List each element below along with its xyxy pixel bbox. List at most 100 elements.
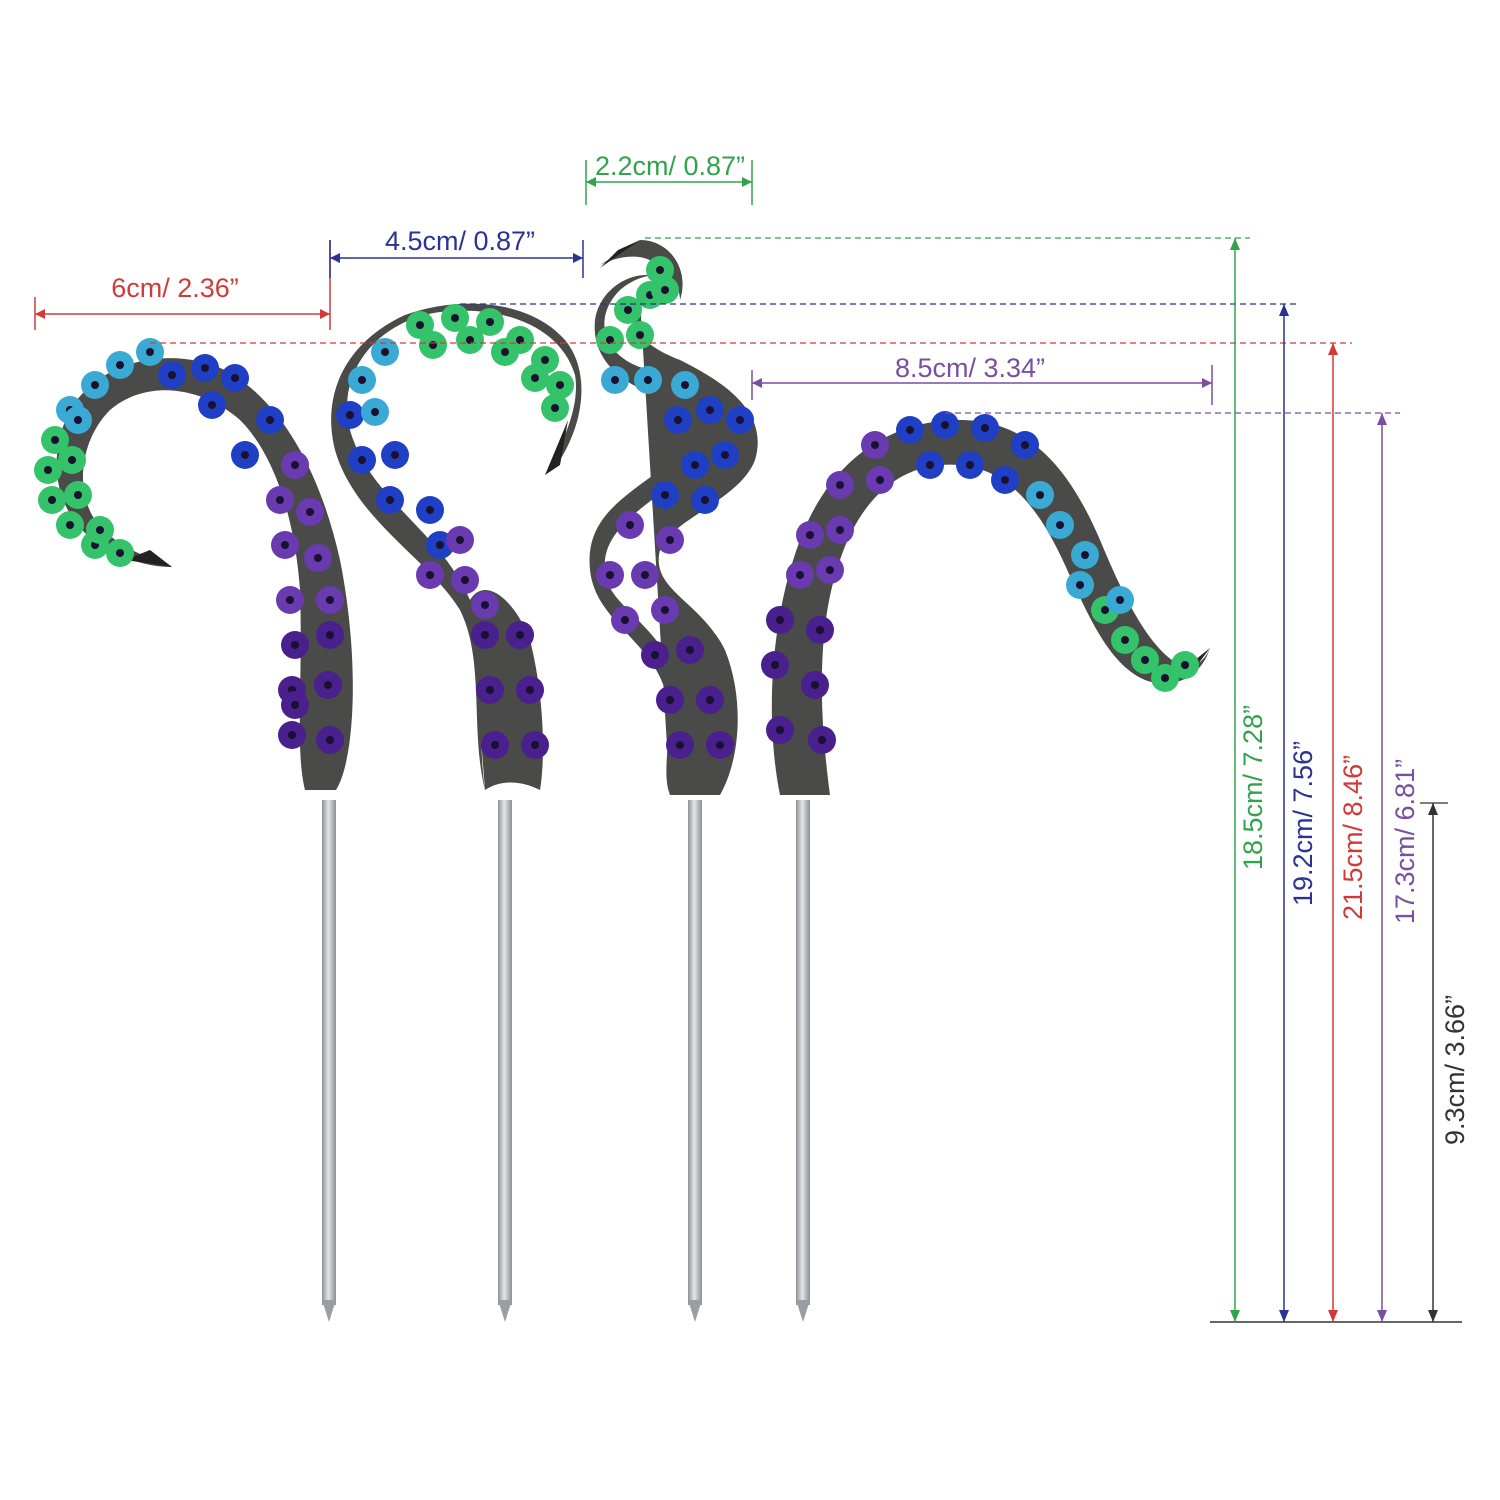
- sucker-bead: [416, 561, 444, 589]
- sucker-bead: [198, 391, 226, 419]
- sucker-bead: [276, 586, 304, 614]
- sucker-bead: [316, 586, 344, 614]
- sucker-bead: [64, 481, 92, 509]
- sucker-bead: [866, 466, 894, 494]
- sucker-bead: [541, 394, 569, 422]
- sucker-bead: [808, 726, 836, 754]
- tentacle-2-spike-tip: [498, 1300, 512, 1322]
- sucker-bead: [58, 446, 86, 474]
- sucker-bead: [861, 431, 889, 459]
- sucker-bead: [296, 498, 324, 526]
- sucker-bead: [706, 731, 734, 759]
- sucker-bead: [471, 591, 499, 619]
- sucker-bead: [711, 441, 739, 469]
- sucker-bead: [1071, 541, 1099, 569]
- dim-height-2-label: 19.2cm/ 7.56”: [1288, 741, 1318, 906]
- sucker-bead: [304, 544, 332, 572]
- sucker-bead: [696, 686, 724, 714]
- sucker-bead: [766, 606, 794, 634]
- sucker-bead: [376, 486, 404, 514]
- sucker-bead: [596, 561, 624, 589]
- sucker-bead: [266, 486, 294, 514]
- tentacle-1-body: [56, 358, 353, 790]
- sucker-bead: [281, 691, 309, 719]
- sucker-bead: [916, 451, 944, 479]
- dim-width-3-label: 2.2cm/ 0.87”: [595, 151, 745, 181]
- sucker-bead: [651, 596, 679, 624]
- sucker-bead: [671, 371, 699, 399]
- dim-height-5: 9.3cm/ 3.66”: [1428, 803, 1470, 1322]
- sucker-bead: [406, 311, 434, 339]
- sucker-bead: [81, 371, 109, 399]
- sucker-beads: [34, 256, 1199, 759]
- sucker-bead: [471, 621, 499, 649]
- sucker-bead: [656, 686, 684, 714]
- sucker-bead: [231, 441, 259, 469]
- sucker-bead: [221, 364, 249, 392]
- sucker-bead: [691, 486, 719, 514]
- sucker-bead: [676, 636, 704, 664]
- sucker-bead: [766, 716, 794, 744]
- sucker-bead: [281, 631, 309, 659]
- sucker-bead: [786, 561, 814, 589]
- dim-width-4-label: 8.5cm/ 3.34”: [895, 353, 1045, 383]
- sucker-bead: [761, 651, 789, 679]
- sucker-bead: [1026, 481, 1054, 509]
- dim-width-1: 6cm/ 2.36”: [34, 240, 331, 330]
- sucker-bead: [1151, 664, 1179, 692]
- tentacle-2-body: [331, 303, 582, 790]
- tentacle-3: [589, 240, 758, 1322]
- sucker-bead: [796, 521, 824, 549]
- dim-height-2: 19.2cm/ 7.56”: [1279, 304, 1318, 1322]
- sucker-bead: [971, 414, 999, 442]
- sucker-bead: [136, 338, 164, 366]
- sucker-bead: [1066, 571, 1094, 599]
- tentacle-1-spike-tip: [322, 1300, 336, 1322]
- sucker-bead: [626, 321, 654, 349]
- sucker-bead: [641, 641, 669, 669]
- dim-width-2: 4.5cm/ 0.87”: [329, 226, 584, 278]
- sucker-bead: [651, 481, 679, 509]
- sucker-bead: [651, 276, 679, 304]
- sucker-bead: [521, 364, 549, 392]
- sucker-bead: [931, 411, 959, 439]
- dim-height-1: 18.5cm/ 7.28”: [1230, 238, 1268, 1322]
- sucker-bead: [516, 676, 544, 704]
- sucker-bead: [64, 406, 92, 434]
- tentacle-1-spike: [322, 800, 336, 1305]
- sucker-bead: [281, 451, 309, 479]
- dim-height-5-label: 9.3cm/ 3.66”: [1440, 995, 1470, 1145]
- dim-height-4: 17.3cm/ 6.81”: [1377, 413, 1420, 1322]
- sucker-bead: [316, 621, 344, 649]
- sucker-bead: [616, 511, 644, 539]
- tentacle-4-spike-tip: [796, 1300, 810, 1322]
- sucker-bead: [546, 371, 574, 399]
- sucker-bead: [611, 606, 639, 634]
- sucker-bead: [1111, 626, 1139, 654]
- dim-height-3-label: 21.5cm/ 8.46”: [1338, 755, 1368, 920]
- sucker-bead: [826, 516, 854, 544]
- sucker-bead: [456, 326, 484, 354]
- sucker-bead: [86, 516, 114, 544]
- sucker-bead: [801, 671, 829, 699]
- sucker-bead: [34, 456, 62, 484]
- sucker-bead: [476, 308, 504, 336]
- sucker-bead: [956, 451, 984, 479]
- sucker-bead: [271, 531, 299, 559]
- sucker-bead: [41, 426, 69, 454]
- dim-width-1-label: 6cm/ 2.36”: [111, 273, 239, 303]
- sucker-bead: [38, 486, 66, 514]
- sucker-bead: [656, 526, 684, 554]
- sucker-bead: [1171, 651, 1199, 679]
- dim-width-2-label: 4.5cm/ 0.87”: [385, 226, 535, 256]
- tentacle-1-tip: [125, 550, 172, 567]
- sucker-bead: [416, 496, 444, 524]
- sucker-bead: [491, 338, 519, 366]
- dim-height-1-label: 18.5cm/ 7.28”: [1238, 705, 1268, 870]
- sucker-bead: [476, 676, 504, 704]
- sucker-bead: [314, 671, 342, 699]
- tentacle-4: [771, 420, 1210, 1322]
- tentacle-4-spike: [796, 800, 810, 1305]
- sucker-bead: [348, 446, 376, 474]
